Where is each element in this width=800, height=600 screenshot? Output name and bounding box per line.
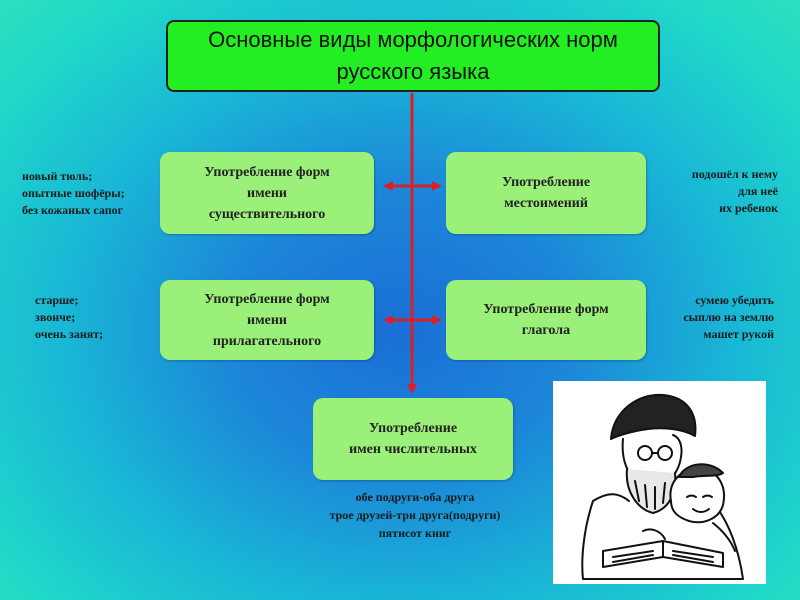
adjective-examples: старше; звонче; очень занят; (35, 292, 103, 343)
verb-forms-box: Употребление форм глагола (446, 280, 646, 360)
noun-forms-box: Употребление форм имени существительного (160, 152, 374, 234)
diagram-title: Основные виды морфологических норм русск… (166, 20, 660, 92)
noun-line-3: существительного (208, 206, 326, 222)
pronoun-line-2: местоимений (504, 196, 588, 211)
numeral-forms-box: Употребление имен числительных (313, 398, 513, 480)
numeral-line-1: Употребление (368, 421, 458, 436)
verb-line-2: глагола (521, 323, 571, 338)
noun-line-1: Употребление форм (204, 164, 330, 180)
numeral-example-3: пятисот книг (378, 526, 452, 540)
adjective-example-3: очень занят; (35, 327, 104, 341)
pronoun-example-2: для неё (738, 184, 778, 198)
numeral-line-2: имен числительных (349, 442, 477, 457)
pronoun-forms-box: Употребление местоимений (446, 152, 646, 234)
noun-example-2: опытные шофёры; (22, 186, 125, 200)
pronoun-line-1: Употребление (501, 175, 591, 190)
verb-example-1: сумею убедить (695, 293, 774, 307)
grandfather-reading-illustration (553, 381, 766, 584)
adjective-line-1: Употребление форм (204, 291, 330, 307)
numeral-example-1: обе подруги-оба друга (355, 490, 475, 504)
adjective-line-2: имени (247, 312, 287, 328)
title-line-2: русского языка (336, 59, 490, 84)
noun-line-2: имени (247, 185, 287, 201)
pronoun-example-3: их ребенок (719, 201, 778, 215)
illustration-svg (581, 393, 744, 580)
title-line-1: Основные виды морфологических норм (208, 27, 618, 52)
numeral-example-2: трое друзей-три друга(подруги) (329, 508, 501, 522)
adjective-line-3: прилагательного (212, 333, 322, 349)
verb-example-3: машет рукой (703, 327, 774, 341)
numeral-examples: обе подруги-оба друга трое друзей-три др… (290, 488, 540, 542)
pronoun-example-1: подошёл к нему (691, 167, 778, 181)
noun-example-3: без кожаных сапог (22, 203, 124, 217)
adjective-forms-box: Употребление форм имени прилагательного (160, 280, 374, 360)
noun-example-1: новый тюль; (22, 169, 93, 183)
verb-examples: сумею убедить сыплю на землю машет рукой (652, 292, 774, 343)
adjective-example-1: старше; (35, 293, 79, 307)
adjective-example-2: звонче; (35, 310, 76, 324)
pronoun-examples: подошёл к нему для неё их ребенок (660, 166, 778, 217)
verb-line-1: Употребление форм (483, 302, 609, 317)
verb-example-2: сыплю на землю (683, 310, 774, 324)
noun-examples: новый тюль; опытные шофёры; без кожаных … (22, 168, 125, 219)
